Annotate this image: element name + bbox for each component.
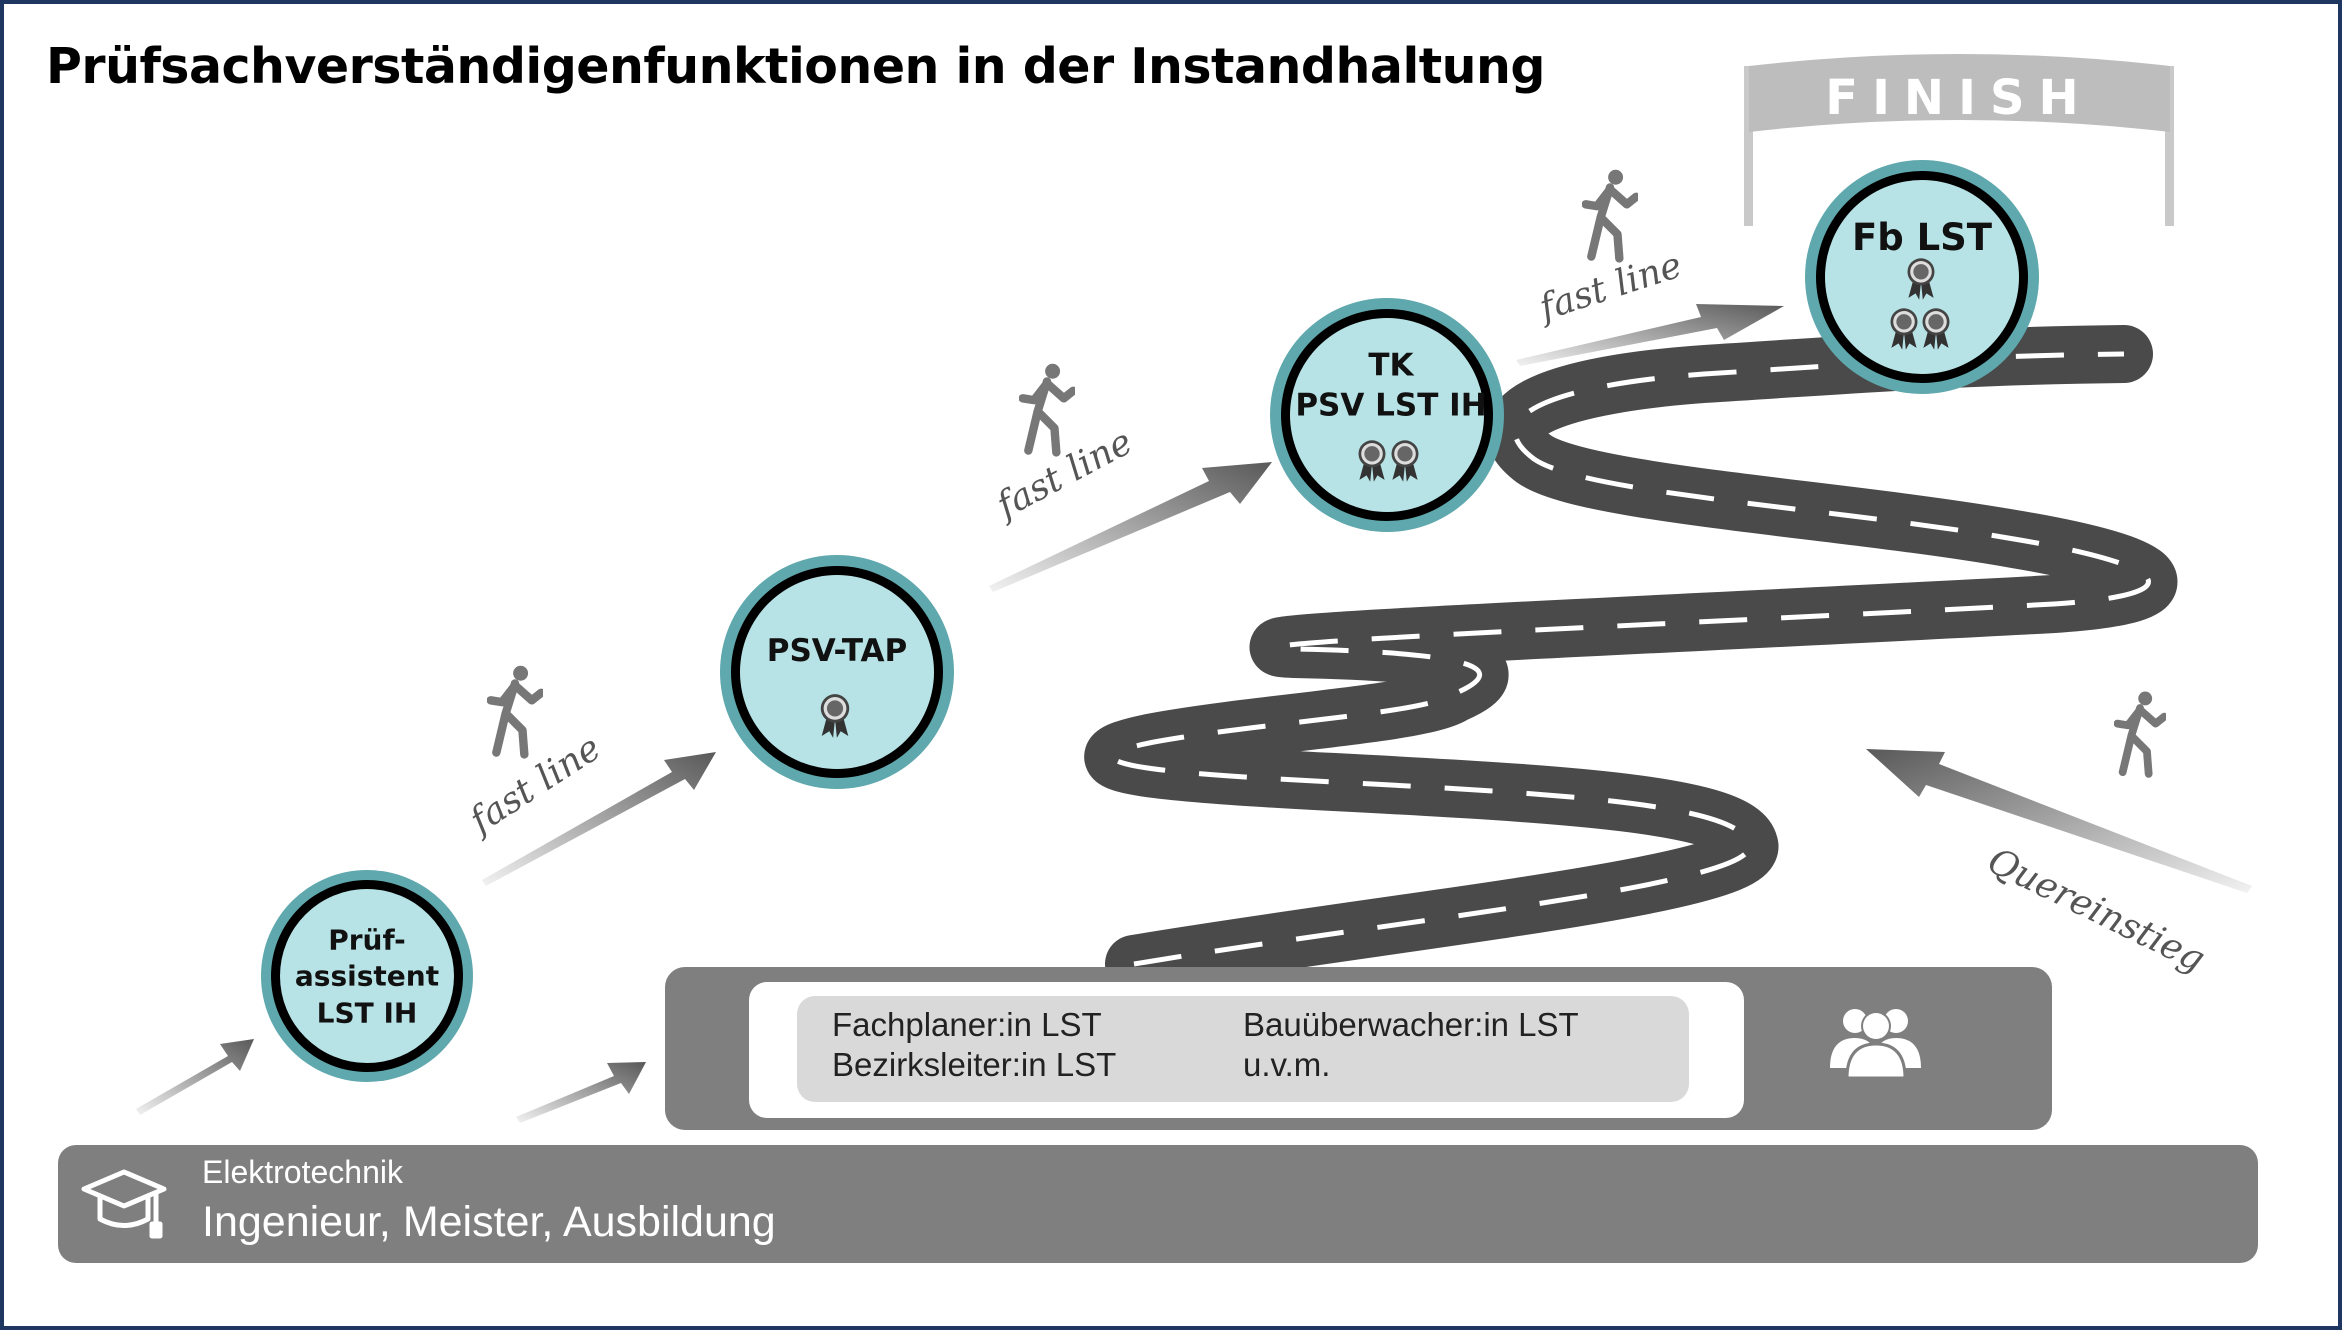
arrow-2: [516, 1062, 646, 1123]
diagram-art: FINISH: [58, 54, 2258, 1263]
arrow-3: [482, 752, 716, 886]
team-icon: [1830, 1009, 1921, 1080]
runner-icon: [491, 666, 541, 755]
station-circle-2: [720, 555, 954, 789]
station-circle-1: [261, 870, 473, 1082]
roles-bar: [665, 967, 2052, 1130]
arrow-4: [989, 462, 1272, 592]
base-title: Ingenieur, Meister, Ausbildung: [202, 1198, 776, 1246]
arrow-1: [136, 1039, 254, 1115]
station-label-psv-tap: PSV-TAP: [766, 632, 908, 669]
base-bar: [58, 1145, 2258, 1263]
role-item: Bezirksleiter:in LST: [832, 1046, 1117, 1083]
graduation-cap-icon: [81, 1169, 167, 1239]
role-item: Bauüberwacher:in LST: [1243, 1006, 1579, 1043]
base-subtitle: Elektrotechnik: [202, 1154, 403, 1190]
arrow-5: [1516, 304, 1784, 366]
page-title: Prüfsachverständigenfunktionen in der In…: [46, 38, 1546, 95]
fast-line-arrows: [136, 304, 2252, 1123]
runner-icon: [1586, 170, 1636, 259]
role-item: u.v.m.: [1243, 1046, 1331, 1083]
road: [1084, 325, 2178, 993]
station-label-fb-lst: Fb LST: [1851, 215, 1993, 259]
arrow-6: [1866, 749, 2252, 893]
station-label-pruefassistent: Prüf- assistent LST IH: [294, 923, 440, 1030]
role-item: Fachplaner:in LST: [832, 1006, 1102, 1043]
finish-banner: FINISH: [1744, 54, 2174, 226]
finish-banner-text: FINISH: [1825, 70, 2092, 126]
runner-icon: [1023, 364, 1073, 453]
runner-icon: [2117, 692, 2164, 774]
station-label-tk-psv: TK PSV LST IH: [1295, 347, 1487, 424]
station-circle-3: [1270, 298, 1504, 532]
